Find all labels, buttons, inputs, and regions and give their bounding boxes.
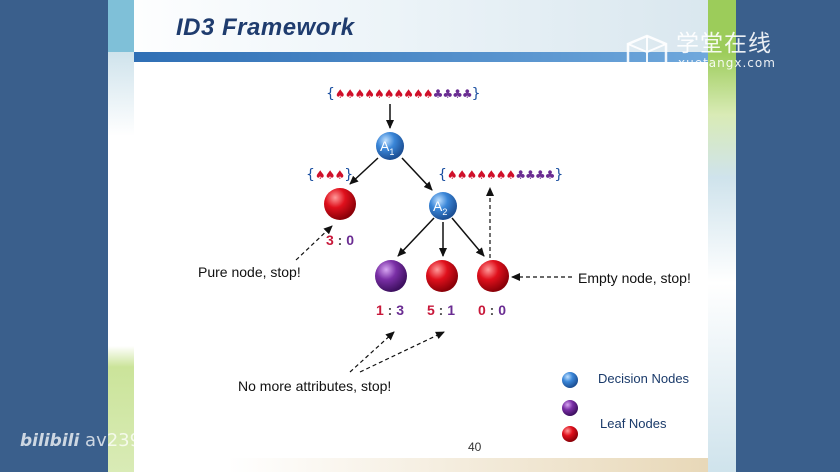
leaf-node-2: [426, 260, 458, 292]
set-brace: {: [438, 167, 447, 183]
a1-label: A1: [380, 138, 395, 157]
right-accent-bar: [708, 0, 736, 52]
club-symbol: ♣: [534, 168, 546, 182]
spade-symbol: ♠: [344, 87, 356, 101]
spade-symbol: ♠: [413, 87, 424, 101]
left-accent-bar: [108, 0, 134, 52]
xuetangx-logo: 学堂在线 xuetangx.com: [620, 24, 810, 80]
club-symbol: ♣: [525, 168, 536, 182]
slide-title: ID3 Framework: [176, 14, 355, 41]
logo-chinese-text: 学堂在线: [676, 31, 772, 57]
spade-symbol: ♠: [354, 87, 365, 101]
right-stripe: [708, 52, 736, 472]
edge-a2-leaf3: [451, 217, 485, 257]
bilibili-brand: bilibili: [20, 431, 80, 451]
club-symbol: ♣: [432, 87, 444, 101]
video-info: av23933161 10:22/22:59: [79, 430, 314, 451]
slide: ID3 Framework: [108, 0, 736, 472]
spade-symbol: ♠: [476, 168, 487, 182]
spade-symbol: ♠: [456, 168, 468, 182]
decision-node-a2: [429, 192, 457, 220]
legend-leaf-label: Leaf Nodes: [600, 416, 667, 431]
set-brace: {: [306, 167, 315, 183]
legend-leaf-red-marker: [562, 426, 578, 442]
spade-symbol: ♠: [446, 168, 458, 182]
ratio-leaf-2: 5 : 1: [427, 302, 456, 318]
spade-symbol: ♠: [324, 168, 336, 182]
leaf-node-3: [477, 260, 509, 292]
dash-arrow-noattr-1: [349, 331, 395, 373]
club-symbol: ♣: [442, 87, 453, 101]
spade-symbol: ♠: [422, 87, 434, 101]
leaf-node-left: [324, 188, 356, 220]
spade-symbol: ♠: [334, 87, 346, 101]
spade-symbol: ♠: [495, 168, 507, 182]
edge-a2-leaf1: [397, 217, 435, 257]
bottom-band: [228, 458, 708, 472]
set-brace: }: [554, 167, 564, 183]
club-symbol: ♣: [461, 87, 473, 101]
spade-symbol: ♠: [383, 87, 395, 101]
leaf-node-1: [375, 260, 407, 292]
annotation-empty-node: Empty node, stop!: [578, 270, 691, 286]
annotation-no-attributes: No more attributes, stop!: [238, 378, 392, 394]
dash-arrow-pure: [295, 225, 333, 261]
spade-symbol: ♠: [403, 87, 414, 101]
spade-symbol: ♠: [364, 87, 375, 101]
set-brace: }: [471, 86, 481, 102]
logo-english-text: xuetangx.com: [678, 56, 776, 70]
spade-symbol: ♠: [485, 168, 497, 182]
page-number: 40: [468, 440, 482, 454]
spade-symbol: ♠: [393, 87, 405, 101]
set-brace: }: [344, 167, 354, 183]
edge-a1-left: [349, 157, 379, 185]
bilibili-watermark: bilibili av23933161 10:22/22:59: [20, 430, 314, 451]
legend-decision-marker: [562, 372, 578, 388]
ratio-leaf-3: 0 : 0: [478, 302, 507, 318]
club-symbol: ♣: [452, 87, 463, 101]
tree-diagram: [295, 104, 578, 442]
edge-a1-right: [401, 157, 433, 191]
spade-symbol: ♠: [314, 168, 326, 182]
legend-leaf-purple-marker: [562, 400, 578, 416]
legend-decision-label: Decision Nodes: [598, 371, 690, 386]
left-set: {♠♠♠}: [306, 167, 353, 183]
left-stripe: [108, 52, 134, 472]
ratio-left-leaf: 3 : 0: [326, 232, 355, 248]
annotation-pure-node: Pure node, stop!: [198, 264, 301, 280]
root-set: {♠♠♠♠♠♠♠♠♠♠♣♣♣♣}: [326, 86, 481, 102]
set-brace: {: [326, 86, 335, 102]
spade-symbol: ♠: [466, 168, 477, 182]
spade-symbol: ♠: [505, 168, 517, 182]
club-symbol: ♣: [544, 168, 556, 182]
club-symbol: ♣: [515, 168, 526, 182]
spade-symbol: ♠: [334, 168, 345, 182]
dash-arrow-noattr-2: [359, 331, 445, 373]
ratio-leaf-1: 1 : 3: [376, 302, 405, 318]
a2-label: A2: [433, 198, 448, 217]
right-set: {♠♠♠♠♠♠♠♣♣♣♣}: [438, 167, 563, 183]
xuetangx-logo-icon: [626, 34, 668, 76]
title-underline: [134, 52, 708, 62]
spade-symbol: ♠: [373, 87, 385, 101]
decision-node-a1: [376, 132, 404, 160]
